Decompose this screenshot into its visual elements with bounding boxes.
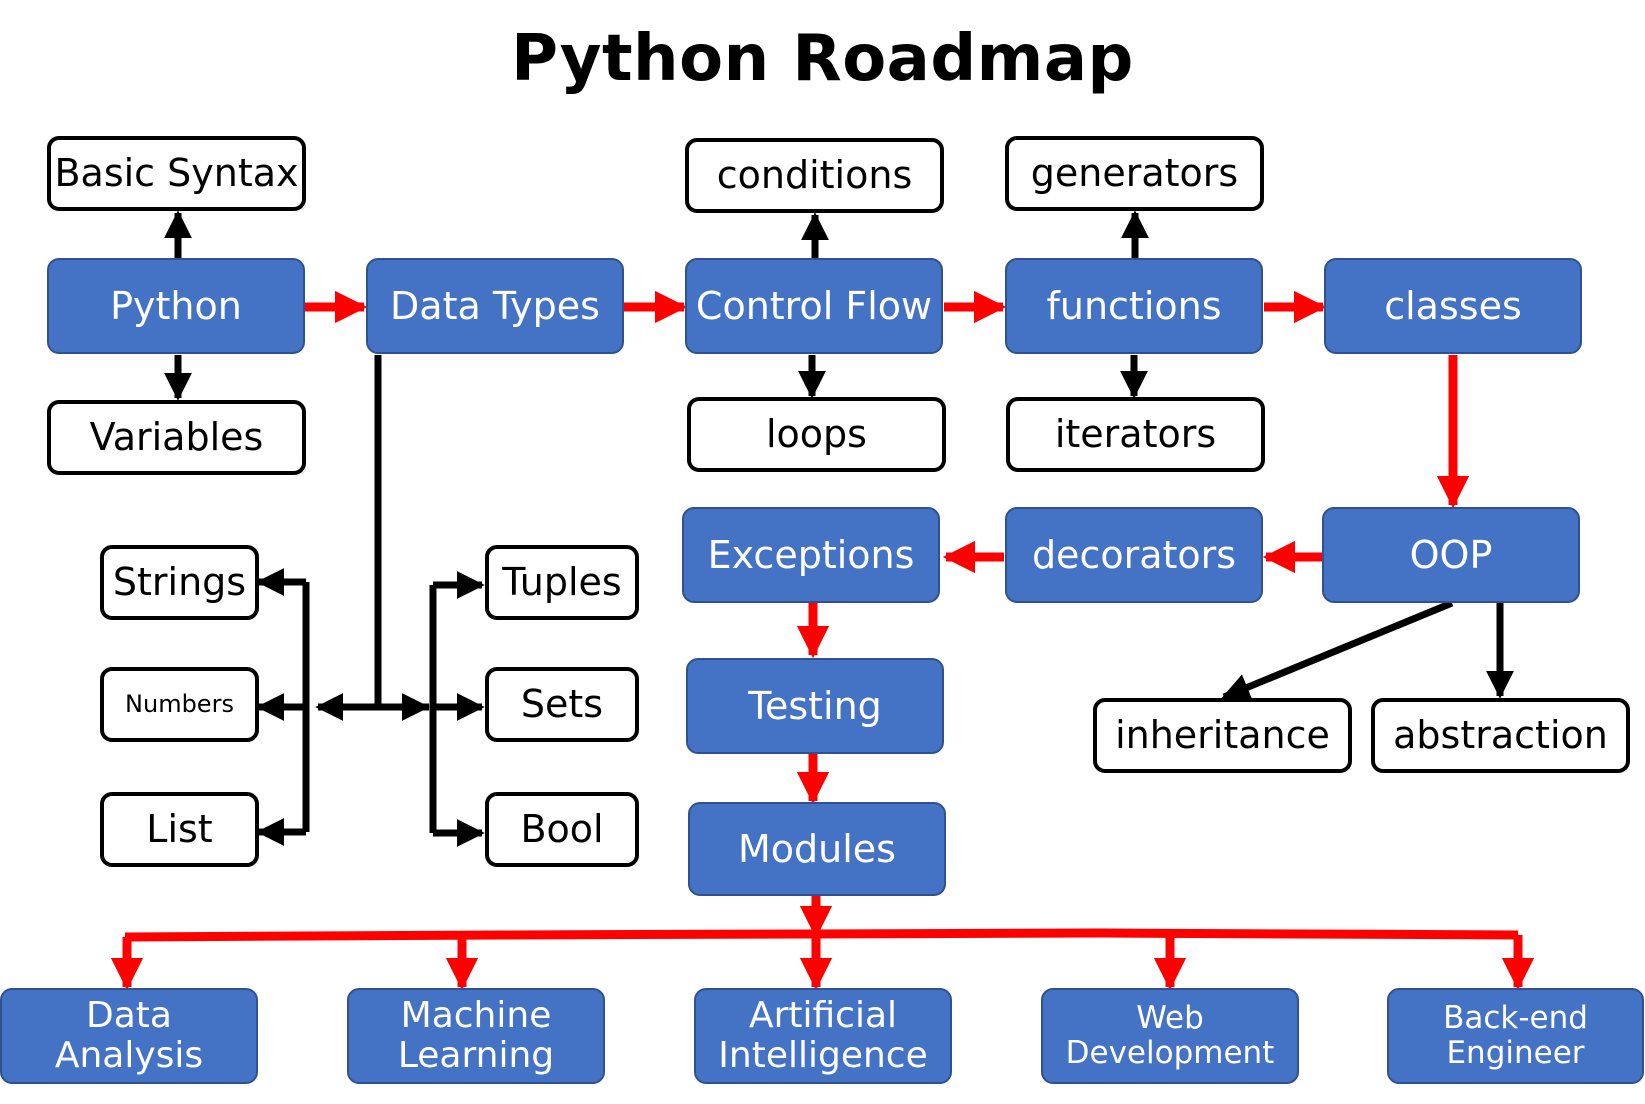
- node-variables: Variables: [47, 400, 306, 475]
- ai-line-2: Intelligence: [718, 1035, 928, 1076]
- backend-line-2: Engineer: [1446, 1035, 1585, 1071]
- node-tuples: Tuples: [485, 545, 639, 620]
- machine-learning-line-1: Machine: [400, 994, 552, 1036]
- diagram-title: Python Roadmap: [511, 22, 1134, 96]
- data-analysis-line-2: Analysis: [54, 1035, 204, 1076]
- node-data-types: Data Types: [366, 258, 624, 354]
- node-list: List: [100, 792, 259, 867]
- node-oop: OOP: [1322, 507, 1580, 603]
- node-loops: loops: [687, 397, 946, 472]
- career-branch-bar: [124, 928, 1519, 942]
- node-web-development: Web Development: [1041, 988, 1299, 1084]
- node-generators: generators: [1005, 136, 1264, 211]
- node-classes: classes: [1324, 258, 1582, 354]
- node-decorators: decorators: [1005, 507, 1263, 603]
- node-functions: functions: [1005, 258, 1263, 354]
- ai-line-1: Artificial: [748, 994, 898, 1036]
- node-sets: Sets: [485, 667, 639, 742]
- node-exceptions: Exceptions: [682, 507, 940, 603]
- node-testing: Testing: [686, 658, 944, 754]
- node-inheritance: inheritance: [1093, 698, 1352, 773]
- node-machine-learning: Machine Learning: [347, 988, 605, 1084]
- arrow-oop-to-inheritance: [1221, 599, 1454, 701]
- node-numbers: Numbers: [100, 667, 259, 742]
- node-modules: Modules: [688, 802, 946, 896]
- node-control-flow: Control Flow: [685, 258, 943, 354]
- node-data-analysis: Data Analysis: [0, 988, 258, 1084]
- node-python: Python: [47, 258, 305, 354]
- web-dev-line-2: Development: [1065, 1035, 1275, 1071]
- node-abstraction: abstraction: [1371, 698, 1630, 773]
- node-bool: Bool: [485, 792, 639, 867]
- node-iterators: iterators: [1006, 397, 1265, 472]
- backend-line-1: Back-end: [1443, 1000, 1588, 1037]
- web-dev-line-1: Web: [1136, 1000, 1204, 1037]
- machine-learning-line-2: Learning: [397, 1035, 555, 1076]
- node-backend-engineer: Back-end Engineer: [1387, 988, 1644, 1084]
- datatypes-trunk: [374, 355, 429, 711]
- node-strings: Strings: [100, 545, 259, 620]
- node-artificial-intelligence: Artificial Intelligence: [694, 988, 952, 1084]
- data-analysis-line-1: Data: [86, 994, 172, 1036]
- node-basic-syntax: Basic Syntax: [47, 136, 306, 211]
- node-conditions: conditions: [685, 138, 944, 213]
